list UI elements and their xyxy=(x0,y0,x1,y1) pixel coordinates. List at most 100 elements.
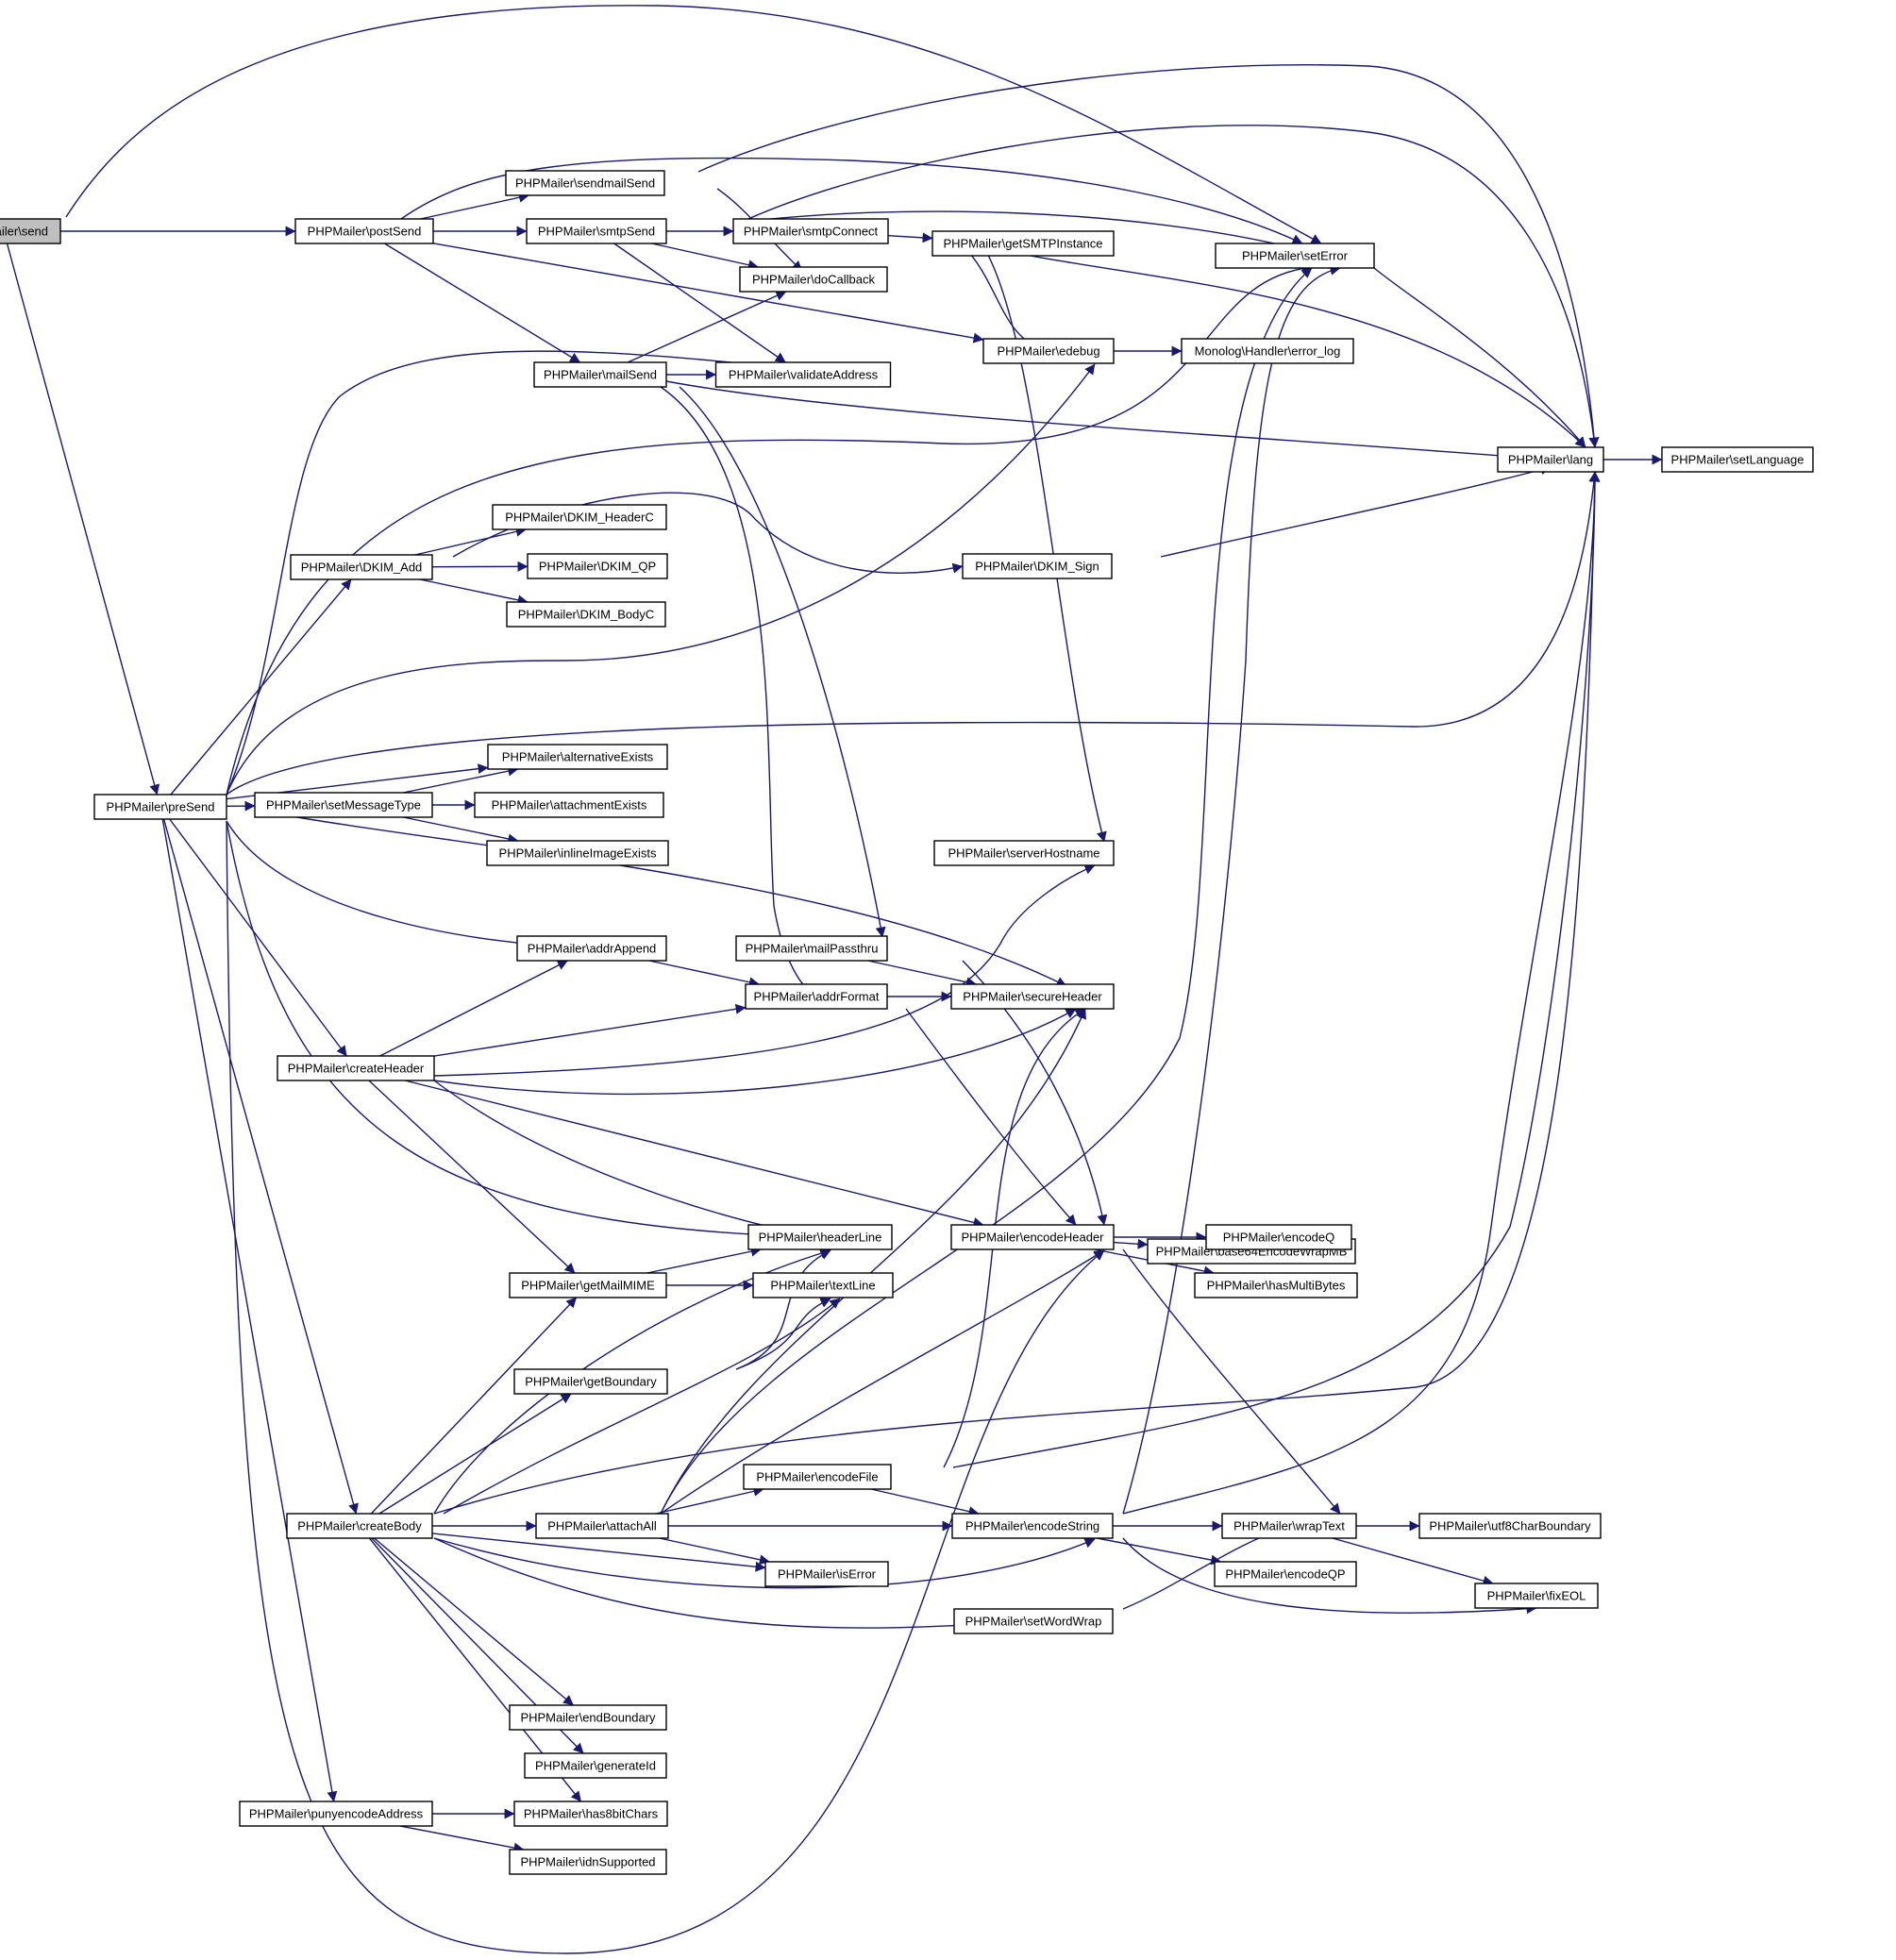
edge-create-body-to-set-word-wrap xyxy=(433,1537,1034,1629)
node-set-language[interactable]: PHPMailer\setLanguage xyxy=(1661,446,1814,473)
node-idn-supported[interactable]: PHPMailer\idnSupported xyxy=(509,1849,667,1875)
node-box xyxy=(509,1272,667,1298)
node-server-hostname[interactable]: PHPMailer\serverHostname xyxy=(933,840,1115,866)
node-addr-format[interactable]: PHPMailer\addrFormat xyxy=(745,983,888,1010)
node-error-log[interactable]: Monolog\Handler\error_log xyxy=(1181,338,1354,364)
node-box xyxy=(931,230,1115,257)
node-create-header[interactable]: PHPMailer\createHeader xyxy=(277,1055,435,1081)
node-box xyxy=(1181,338,1354,364)
node-label: PHPMailer\alternativeExists xyxy=(502,750,654,764)
node-create-body[interactable]: PHPMailer\createBody xyxy=(286,1513,433,1539)
node-box xyxy=(739,266,888,293)
node-send[interactable]: PHPMailer\send xyxy=(0,218,61,244)
node-label: PHPMailer\smtpSend xyxy=(538,225,655,239)
edge-mail-send-to-addr-format xyxy=(660,386,813,994)
node-lang[interactable]: PHPMailer\lang xyxy=(1497,446,1604,473)
node-has-multi-bytes[interactable]: PHPMailer\hasMultiBytes xyxy=(1194,1272,1358,1298)
node-encode-qp[interactable]: PHPMailer\encodeQP xyxy=(1214,1561,1357,1587)
node-attach-all[interactable]: PHPMailer\attachAll xyxy=(535,1513,669,1539)
node-set-message-type[interactable]: PHPMailer\setMessageType xyxy=(254,792,433,818)
node-box xyxy=(524,1752,667,1779)
node-inline-image-exists[interactable]: PHPMailer\inlineImageExists xyxy=(486,840,669,866)
node-validate-address[interactable]: PHPMailer\validateAddress xyxy=(714,361,892,388)
node-edebug[interactable]: PHPMailer\edebug xyxy=(982,338,1115,364)
node-get-boundary[interactable]: PHPMailer\getBoundary xyxy=(513,1368,668,1395)
edge-dkim-add-to-dkim-header-c xyxy=(414,526,527,556)
node-fix-eol[interactable]: PHPMailer\fixEOL xyxy=(1474,1583,1599,1609)
node-do-callback[interactable]: PHPMailer\doCallback xyxy=(739,266,888,293)
node-smtp-connect[interactable]: PHPMailer\smtpConnect xyxy=(732,218,889,244)
node-generate-id[interactable]: PHPMailer\generateId xyxy=(524,1752,667,1779)
edge-encode-file-to-secure-header xyxy=(943,1008,1086,1468)
node-box xyxy=(1214,1561,1357,1587)
node-header-line[interactable]: PHPMailer\headerLine xyxy=(747,1224,893,1250)
node-set-error[interactable]: PHPMailer\setError xyxy=(1215,243,1375,269)
node-box xyxy=(1194,1272,1358,1298)
node-label: PHPMailer\textLine xyxy=(770,1279,875,1293)
edge-get-boundary-to-header-line xyxy=(735,1249,831,1370)
node-box xyxy=(277,1055,435,1081)
node-encode-file[interactable]: PHPMailer\encodeFile xyxy=(743,1464,892,1490)
node-utf8-char-boundary[interactable]: PHPMailer\utf8CharBoundary xyxy=(1418,1513,1602,1539)
node-dkim-body-c[interactable]: PHPMailer\DKIM_BodyC xyxy=(506,601,666,628)
edge-pre-send-to-create-header xyxy=(169,818,347,1057)
node-box xyxy=(526,218,667,244)
edge-mail-send-to-mail-passthru xyxy=(679,386,886,938)
node-punyencode-address[interactable]: PHPMailer\punyencodeAddress xyxy=(239,1801,433,1827)
edge-attach-all-to-set-error xyxy=(660,267,1313,1515)
edge-smtp-connect-to-lang xyxy=(981,244,1586,448)
edge-encode-header-to-wrap-text xyxy=(1122,1248,1341,1515)
node-post-send[interactable]: PHPMailer\postSend xyxy=(294,218,434,244)
node-addr-append[interactable]: PHPMailer\addrAppend xyxy=(516,935,667,962)
edge-create-body-to-text-line xyxy=(443,1298,841,1515)
node-end-boundary[interactable]: PHPMailer\endBoundary xyxy=(509,1704,667,1731)
edge-wrap-text-to-fix-eol xyxy=(1332,1537,1494,1586)
edge-set-message-type-to-inline-image-exists xyxy=(403,816,519,845)
node-secure-header[interactable]: PHPMailer\secureHeader xyxy=(950,983,1115,1010)
node-mail-send[interactable]: PHPMailer\mailSend xyxy=(533,361,667,388)
node-box xyxy=(513,1368,668,1395)
node-dkim-add[interactable]: PHPMailer\DKIM_Add xyxy=(290,554,433,580)
node-label: PHPMailer\hasMultiBytes xyxy=(1207,1279,1346,1293)
edge-send-to-pre-send xyxy=(6,243,160,796)
node-box xyxy=(474,792,664,818)
node-get-smtp-instance[interactable]: PHPMailer\getSMTPInstance xyxy=(931,230,1115,257)
node-dkim-sign[interactable]: PHPMailer\DKIM_Sign xyxy=(962,553,1113,579)
node-dkim-header-c[interactable]: PHPMailer\DKIM_HeaderC xyxy=(492,504,667,530)
edge-attach-all-to-encode-header xyxy=(660,1249,1105,1515)
node-mail-passthru[interactable]: PHPMailer\mailPassthru xyxy=(735,935,888,962)
edge-create-body-to-encode-string xyxy=(433,1537,1096,1589)
node-encode-q[interactable]: PHPMailer\encodeQ xyxy=(1205,1224,1352,1250)
edge-set-message-type-to-alternative-exists xyxy=(403,765,519,794)
node-dkim-qp[interactable]: PHPMailer\DKIM_QP xyxy=(527,553,668,579)
edge-addr-append-to-addr-format xyxy=(648,960,760,988)
node-label: PHPMailer\setMessageType xyxy=(266,798,421,812)
node-sendmail-send[interactable]: PHPMailer\sendmailSend xyxy=(505,170,665,196)
node-encode-header[interactable]: PHPMailer\encodeHeader xyxy=(950,1224,1115,1250)
node-box xyxy=(764,1561,889,1587)
node-is-error[interactable]: PHPMailer\isError xyxy=(764,1561,889,1587)
node-box xyxy=(732,218,889,244)
edge-smtp-connect-to-edebug xyxy=(962,244,1049,354)
node-wrap-text[interactable]: PHPMailer\wrapText xyxy=(1221,1513,1357,1539)
node-get-mail-mime[interactable]: PHPMailer\getMailMIME xyxy=(509,1272,667,1298)
node-box xyxy=(950,1224,1115,1250)
edge-pre-send-to-create-body xyxy=(162,818,359,1515)
node-pre-send[interactable]: PHPMailer\preSend xyxy=(93,794,227,820)
edge-set-error-to-lang xyxy=(1373,267,1586,448)
edge-create-body-to-end-boundary xyxy=(374,1537,574,1706)
node-has8bit-chars[interactable]: PHPMailer\has8bitChars xyxy=(513,1801,668,1827)
node-set-word-wrap[interactable]: PHPMailer\setWordWrap xyxy=(953,1608,1114,1634)
node-label: PHPMailer\getBoundary xyxy=(525,1375,657,1389)
node-label: PHPMailer\addrAppend xyxy=(528,942,657,956)
node-box xyxy=(1474,1583,1599,1609)
node-label: PHPMailer\mailSend xyxy=(544,368,657,382)
node-smtp-send[interactable]: PHPMailer\smtpSend xyxy=(526,218,667,244)
node-encode-string[interactable]: PHPMailer\encodeString xyxy=(951,1513,1114,1539)
node-label: PHPMailer\addrFormat xyxy=(754,990,880,1004)
node-box xyxy=(294,218,434,244)
edge-smtp-connect-to-server-hostname xyxy=(981,243,1107,843)
node-text-line[interactable]: PHPMailer\textLine xyxy=(752,1272,894,1298)
node-attachment-exists[interactable]: PHPMailer\attachmentExists xyxy=(474,792,664,818)
node-alternative-exists[interactable]: PHPMailer\alternativeExists xyxy=(487,744,668,770)
